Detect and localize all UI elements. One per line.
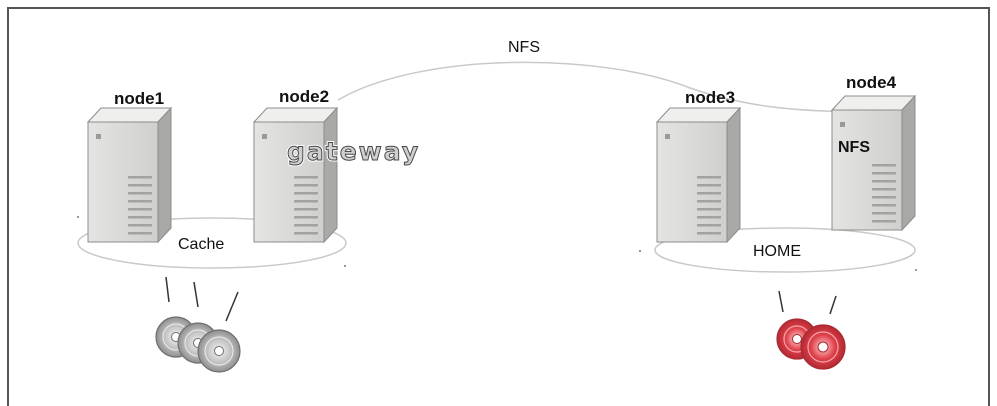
frame-border [7, 7, 990, 406]
cache-label: Cache [178, 236, 224, 253]
cache-ring [77, 217, 347, 269]
dot-cache-right [344, 265, 346, 267]
nfs-link-label: NFS [508, 39, 540, 56]
node1-label: node1 [114, 89, 164, 108]
nfs-link-arc [337, 61, 843, 113]
home-disk-connector-1 [778, 290, 784, 313]
server-node4-icon [831, 95, 916, 231]
cache-disk-connector-1 [165, 276, 170, 303]
home-disk-connector-2 [829, 295, 837, 315]
home-label: HOME [753, 243, 801, 260]
node2-label: node2 [279, 87, 329, 106]
dot-left [77, 216, 79, 218]
cache-disk-connector-3 [225, 291, 239, 322]
dot-home-right [915, 269, 917, 271]
server-node3-icon [656, 107, 741, 243]
nfs-server-label: NFS [838, 139, 870, 156]
gateway-label-shadow: gateway [287, 137, 420, 166]
home-ring [654, 227, 916, 273]
gateway-label: gateway [287, 137, 420, 166]
server-node2-icon [253, 107, 338, 243]
node4-label: node4 [846, 73, 897, 92]
server-node1-icon [87, 107, 172, 243]
node3-label: node3 [685, 88, 735, 107]
cache-disk-connector-2 [193, 281, 199, 308]
dot-home-left [639, 250, 641, 252]
cache-disks-icon [155, 316, 241, 373]
home-disks-icon [776, 318, 846, 370]
